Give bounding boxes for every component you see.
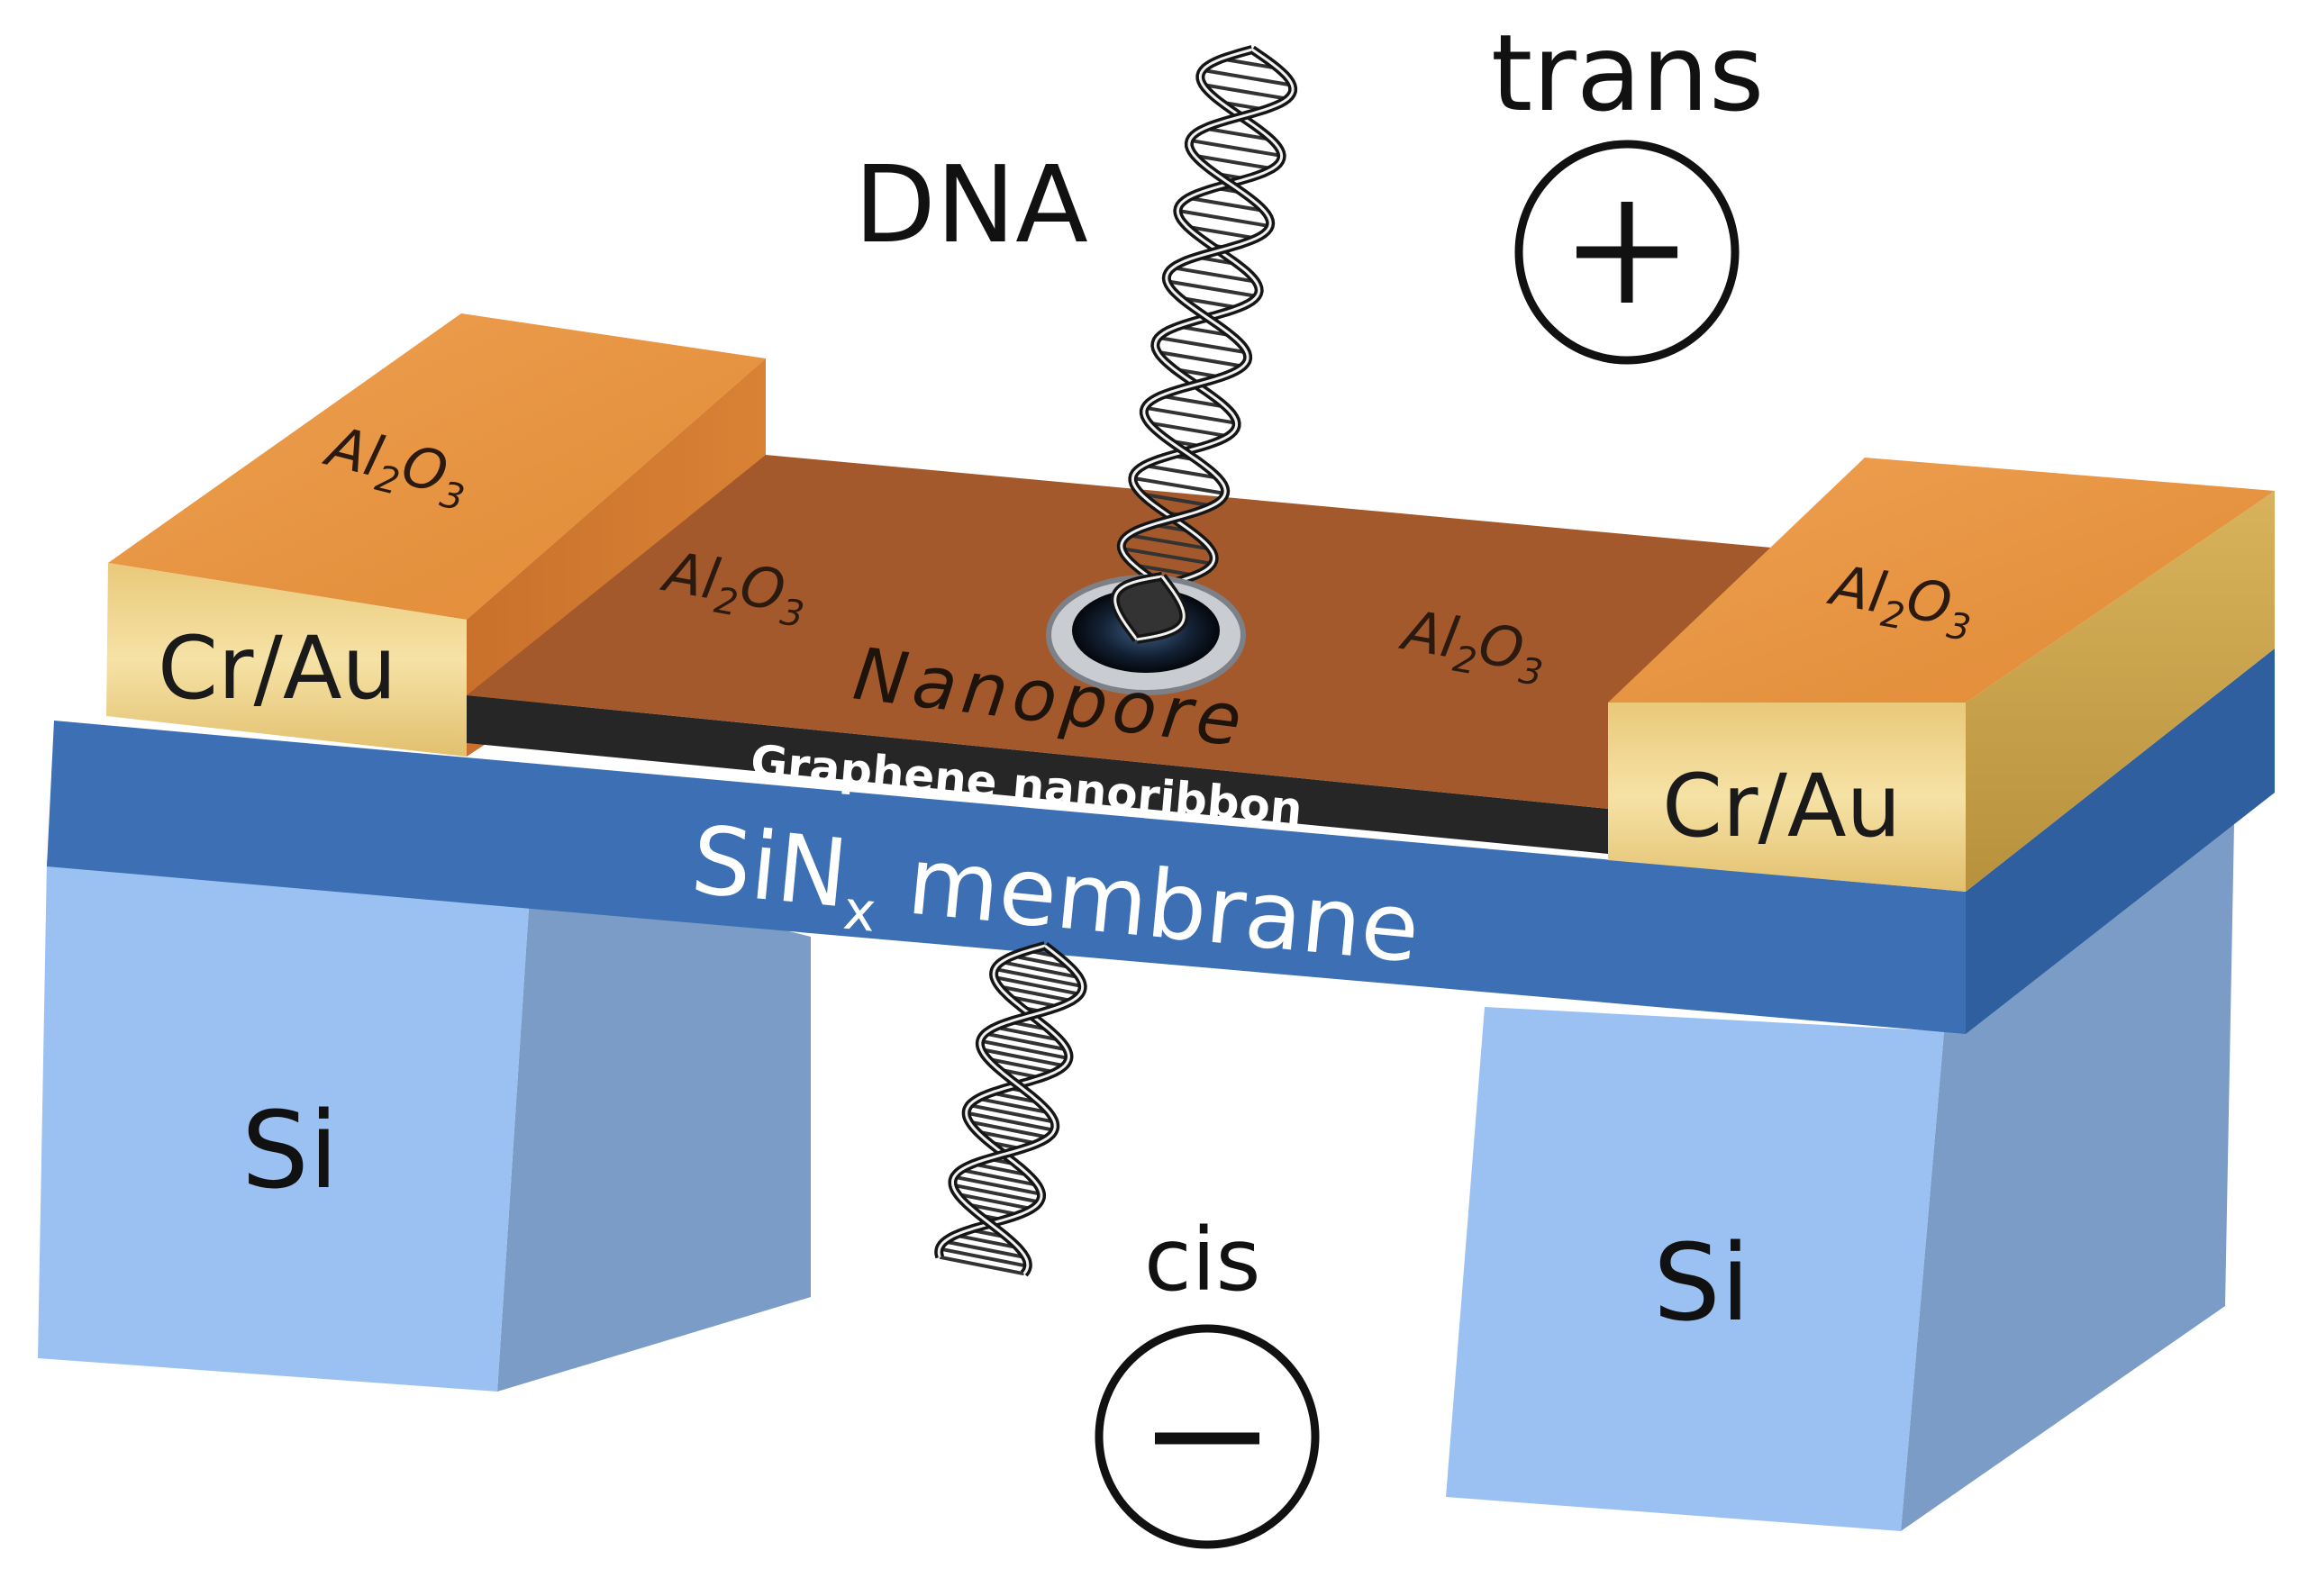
dna-base-pair xyxy=(977,1129,1038,1146)
minus-circle-icon xyxy=(1095,1324,1320,1549)
dna-base-pair xyxy=(1221,57,1279,70)
left-oxide-top xyxy=(108,313,766,620)
dna-lower-segment xyxy=(934,941,1087,1277)
dna-base-pair xyxy=(957,1192,1032,1211)
dna-base-pair xyxy=(968,1103,1055,1124)
dna-base-pair xyxy=(968,1120,1050,1139)
dna-base-pair xyxy=(1128,533,1212,551)
dna-pore-segment xyxy=(1110,572,1189,644)
right-gold-side xyxy=(1966,491,2275,892)
dna-backbone-highlight xyxy=(937,944,1071,1258)
right-gold-front xyxy=(1608,703,1966,892)
dna-base-pair xyxy=(987,1056,1056,1075)
sinx-membrane xyxy=(47,648,2275,1034)
si-right-front-face xyxy=(1446,1007,1944,1531)
dna-upper-segment xyxy=(1110,45,1298,622)
dna-base-pair xyxy=(995,1025,1061,1042)
dna-base-pair xyxy=(1166,279,1258,299)
dna-base-pair xyxy=(1132,476,1226,495)
dna-base-pair xyxy=(944,1239,1026,1260)
dna-base-pair xyxy=(1189,138,1283,158)
dna-base-pair xyxy=(1140,492,1213,508)
dna-base-pair xyxy=(1202,68,1293,87)
dna-base-pair xyxy=(998,984,1073,1003)
right-oxide-top xyxy=(1608,458,2275,703)
dna-base-pair xyxy=(1121,547,1213,566)
dna-base-pair xyxy=(1194,153,1273,171)
dna-base-pair xyxy=(1159,394,1226,409)
dna-base-pair xyxy=(1204,126,1272,142)
dna-backbone-highlight xyxy=(951,944,1085,1275)
si-right-side-face xyxy=(1901,824,2234,1531)
dna-base-pair xyxy=(954,1233,1019,1250)
dna-base-pair xyxy=(1144,405,1237,425)
dna-base-pair xyxy=(1172,266,1257,284)
si-label-left: Si xyxy=(241,1088,339,1212)
dna-label: DNA xyxy=(854,142,1088,267)
dna-backbone-highlight xyxy=(1136,576,1186,641)
left-gold-front xyxy=(106,563,467,757)
dna-base-pair xyxy=(939,1247,1029,1268)
si-block-left xyxy=(38,860,811,1392)
dna-base-pair xyxy=(1148,421,1229,439)
membrane-front-face xyxy=(47,721,1966,1034)
dna-base-pair xyxy=(952,1183,1040,1204)
dna-base-pair xyxy=(994,975,1081,996)
contact-label-left: Cr/Au xyxy=(158,618,396,719)
contact-block-right xyxy=(1608,458,2275,892)
dna-base-pair xyxy=(994,966,1084,989)
dna-base-pair xyxy=(980,1047,1066,1068)
si-label-right: Si xyxy=(1653,1220,1750,1345)
membrane-side-face xyxy=(1966,648,2275,1034)
dna-base-pair xyxy=(979,1038,1069,1061)
dna-base-pair xyxy=(1157,349,1244,368)
dna-base-pair xyxy=(939,1255,1025,1276)
dna-base-pair xyxy=(972,1162,1030,1177)
trans-label: trans xyxy=(1491,11,1764,135)
si-block-right xyxy=(1446,824,2234,1531)
dna-base-pair xyxy=(1186,224,1257,240)
graphene-nanoribbon-layer xyxy=(467,695,1608,854)
dna-base-pair xyxy=(1202,82,1288,101)
dna-helix xyxy=(934,45,1298,1277)
dna-base-pair xyxy=(953,1174,1042,1196)
cis-label: cis xyxy=(1144,1210,1260,1310)
dna-base-pair xyxy=(1001,960,1080,980)
oxide-label-right-block: Al2O3 xyxy=(1822,551,1979,649)
dna-base-pair xyxy=(985,1031,1068,1052)
dna-base-pair xyxy=(1133,563,1196,577)
dna-base-pair xyxy=(1177,208,1271,229)
dna-base-pair xyxy=(1012,954,1072,970)
dna-helix-through-pore xyxy=(1110,572,1189,644)
si-left-front-face xyxy=(38,860,532,1392)
dna-base-pair xyxy=(1187,195,1265,213)
dna-backbone-highlight xyxy=(1120,48,1295,621)
si-left-side-face xyxy=(497,866,811,1392)
dna-base-pair xyxy=(1143,463,1220,480)
dna-base-pair xyxy=(1158,335,1248,355)
dna-base-pair xyxy=(977,1096,1050,1115)
dna-backbone-highlight xyxy=(1113,575,1163,640)
dna-base-pair xyxy=(1179,295,1240,310)
plus-circle-icon xyxy=(1514,140,1740,365)
dna-base-pair xyxy=(960,1168,1039,1187)
contact-label-right: Cr/Au xyxy=(1662,756,1901,857)
dna-base-pair xyxy=(966,1202,1021,1217)
dna-base-pair xyxy=(966,1111,1055,1132)
